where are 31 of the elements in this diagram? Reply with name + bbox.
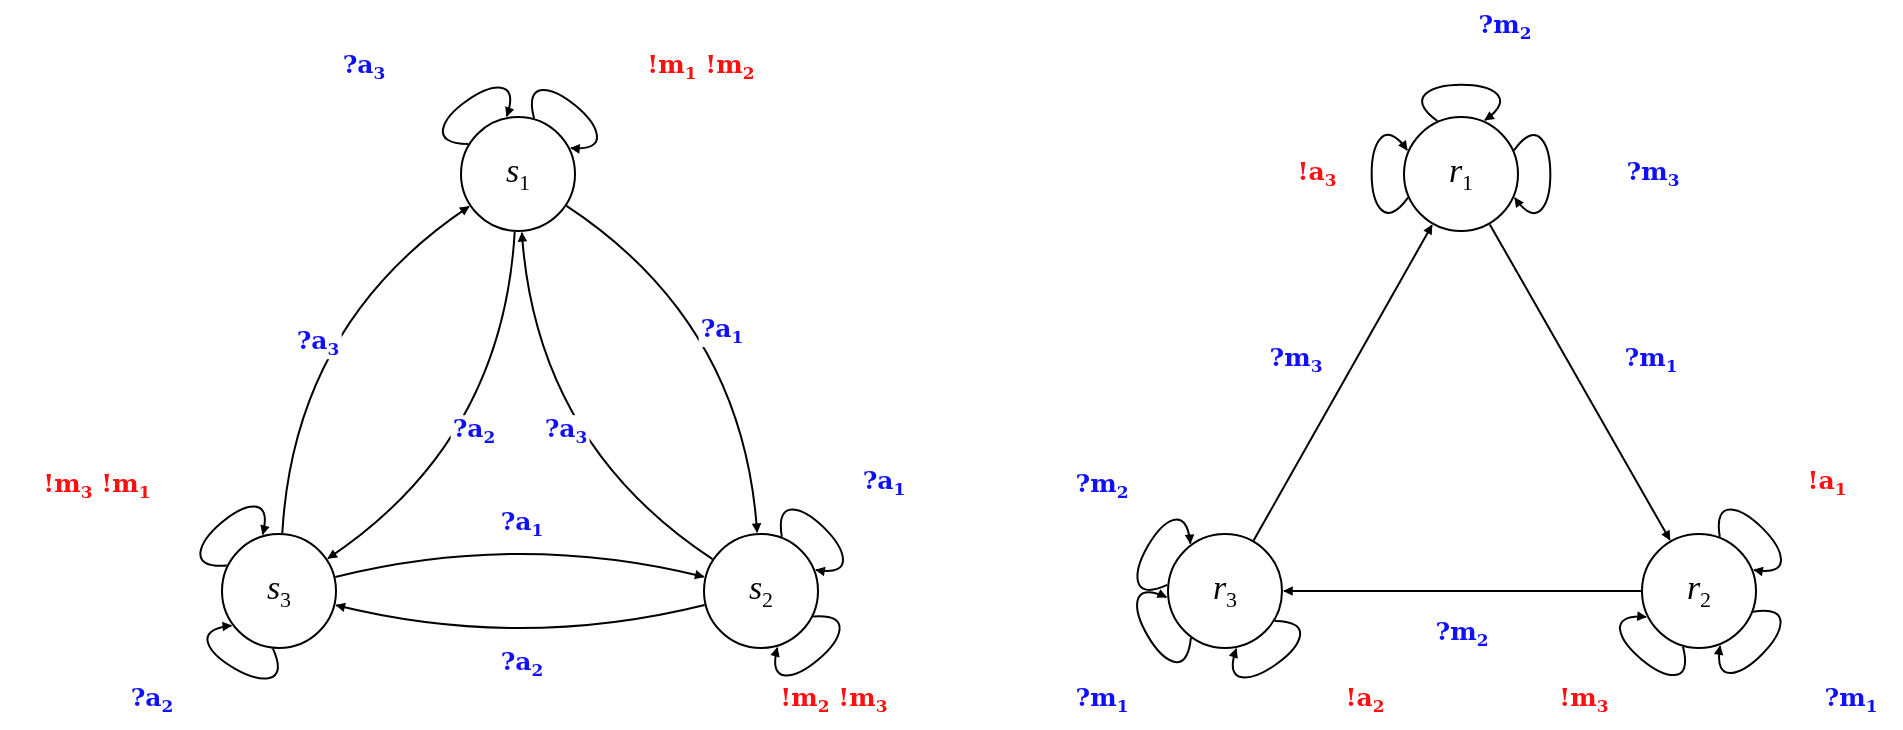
state-label: r$_{2}$ [1686,571,1712,611]
transition-arrow [281,205,470,535]
transition-arrow [517,231,714,561]
state-label: r$_{3}$ [1212,571,1238,611]
state-label: s$_{2}$ [748,571,774,611]
self-loop-arrow [771,615,841,677]
transition-arrow [327,230,516,560]
self-loop-arrow [1136,589,1192,663]
state-label: s$_{1}$ [505,154,531,194]
self-loop-arrow [1136,519,1194,591]
transition-arrow [1283,586,1642,596]
self-loop-arrow [1229,619,1301,679]
state-label: s$_{3}$ [266,571,292,611]
self-loop-arrow [1421,83,1502,122]
state-circle [1403,116,1519,232]
self-loop-arrow [1714,610,1782,674]
transition-arrow [1488,223,1671,541]
self-loop-arrow [1619,612,1687,677]
self-loop-arrow [1718,508,1782,576]
self-loop-arrow [1370,133,1409,214]
self-loop-arrow [442,86,514,146]
transition-arrow [334,552,705,580]
self-loop-arrow [1513,134,1552,215]
transition-arrow [1252,224,1433,542]
self-loop-arrow [199,505,269,567]
transition-arrow [335,602,706,630]
self-loop-arrow [530,88,598,153]
state-label: r$_{1}$ [1448,154,1474,194]
transition-arrow [565,204,762,534]
self-loop-arrow [780,508,844,576]
self-loop-arrow [207,622,279,680]
